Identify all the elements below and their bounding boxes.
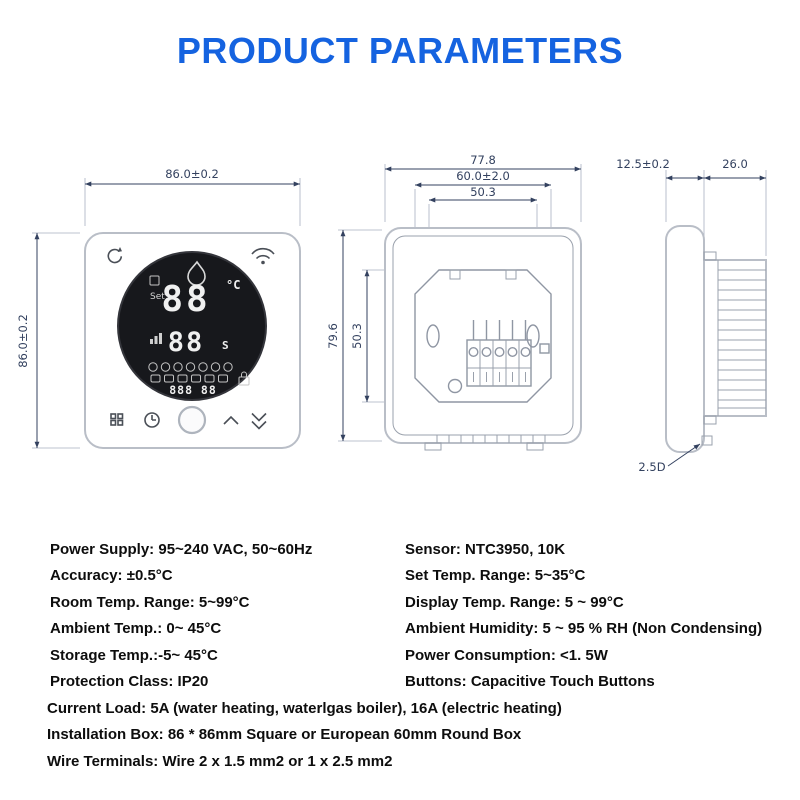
power-confirm-button[interactable] xyxy=(177,405,207,435)
lock-icon xyxy=(238,371,250,386)
screw-slot-left xyxy=(426,324,440,348)
sub-temp-digits: 88 xyxy=(168,327,205,358)
terminal-fins xyxy=(718,269,766,409)
spec-protection-class: Protection Class: IP20 xyxy=(50,673,209,691)
sensor-hole xyxy=(447,378,463,394)
status-icons xyxy=(150,374,228,383)
spec-wire-terminals: Wire Terminals: Wire 2 x 1.5 mm2 or 1 x … xyxy=(47,752,393,770)
front-view: 86.0±0.2 86.0±0.2 xyxy=(16,167,301,449)
square-hole xyxy=(539,343,550,354)
mode-icon xyxy=(149,275,160,286)
back-outer-width-dim: 77.8 xyxy=(470,153,496,167)
page-title: PRODUCT PARAMETERS xyxy=(176,30,624,71)
spec-storage-temp: Storage Temp.:-5~ 45°C xyxy=(50,646,218,664)
clock-digits: 888 88 xyxy=(169,383,217,397)
back-panel xyxy=(384,227,582,444)
mounting-clip xyxy=(701,435,713,446)
thermostat-dimension-drawing: 86.0±0.2 86.0±0.2 xyxy=(16,153,767,474)
weekday-icons xyxy=(148,362,233,372)
side-view: 12.5±0.2 26.0 2.5D xyxy=(616,157,767,474)
wifi-icon xyxy=(251,247,275,265)
bars-icon xyxy=(150,333,162,344)
specs-list: Power Supply: 95~240 VAC, 50~60Hz Sensor… xyxy=(0,536,800,775)
spec-set-temp-range: Set Temp. Range: 5~35°C xyxy=(405,567,586,585)
spec-row: Ambient Temp.: 0~ 45°C Ambient Humidity:… xyxy=(0,616,800,643)
spec-row: Power Supply: 95~240 VAC, 50~60Hz Sensor… xyxy=(0,536,800,563)
spec-power-supply: Power Supply: 95~240 VAC, 50~60Hz xyxy=(50,540,313,558)
sub-unit: S xyxy=(222,339,229,352)
chevron-double-down-icon[interactable] xyxy=(251,412,267,430)
front-width-dim: 86.0±0.2 xyxy=(165,167,219,181)
timer-icon xyxy=(107,247,123,264)
front-height-dim: 86.0±0.2 xyxy=(16,314,30,368)
set-label: Set xyxy=(150,292,165,302)
chevron-up-icon[interactable] xyxy=(223,415,239,425)
side-body-depth-dim: 26.0 xyxy=(722,157,748,171)
back-outer-height-dim: 79.6 xyxy=(326,323,340,349)
spec-room-temp-range: Room Temp. Range: 5~99°C xyxy=(50,593,250,611)
spec-power-consumption: Power Consumption: <1. 5W xyxy=(405,646,608,664)
side-rear-box xyxy=(703,259,767,417)
spec-ambient-humidity: Ambient Humidity: 5 ~ 95 % RH (Non Conde… xyxy=(405,620,763,638)
bottom-clips xyxy=(424,435,546,451)
spec-current-load: Current Load: 5A (water heating, waterlg… xyxy=(47,699,562,717)
spec-row: Protection Class: IP20 Buttons: Capaciti… xyxy=(0,669,800,696)
spec-accuracy: Accuracy: ±0.5°C xyxy=(50,567,173,585)
spec-ambient-temp: Ambient Temp.: 0~ 45°C xyxy=(50,620,222,638)
spec-row: Accuracy: ±0.5°C Set Temp. Range: 5~35°C xyxy=(0,563,800,590)
spec-sensor: Sensor: NTC3950, 10K xyxy=(405,540,566,558)
back-inner-height-dim: 50.3 xyxy=(350,323,364,349)
back-box-width-dim: 60.0±2.0 xyxy=(456,169,510,183)
screw-slot-right xyxy=(526,324,540,348)
menu-grid-icon[interactable] xyxy=(110,413,124,426)
mounting-plate xyxy=(414,269,552,403)
spec-row: Storage Temp.:-5~ 45°C Power Consumption… xyxy=(0,642,800,669)
spec-installation-box: Installation Box: 86 * 86mm Square or Eu… xyxy=(47,726,522,744)
side-panel-depth-dim: 12.5±0.2 xyxy=(616,157,670,171)
main-temp-digits: 88 xyxy=(161,279,210,320)
spec-row: Room Temp. Range: 5~99°C Display Temp. R… xyxy=(0,589,800,616)
clip-dim: 2.5D xyxy=(638,460,665,474)
flame-icon xyxy=(187,260,206,286)
wire-terminal-block xyxy=(466,320,532,387)
spec-buttons: Buttons: Capacitive Touch Buttons xyxy=(405,673,655,691)
back-view: 77.8 60.0±2.0 50.3 79.6 50.3 xyxy=(326,153,582,451)
technical-drawing: 86.0±0.2 86.0±0.2 xyxy=(0,148,800,520)
side-front-plate xyxy=(665,225,705,453)
back-inner-width-dim: 50.3 xyxy=(470,185,496,199)
celsius-unit: °C xyxy=(226,278,240,292)
spec-display-temp-range: Display Temp. Range: 5 ~ 99°C xyxy=(405,593,624,611)
product-parameters-page: PRODUCT PARAMETERS 86.0±0.2 86.0±0.2 xyxy=(0,30,800,800)
clock-icon[interactable] xyxy=(144,412,160,428)
